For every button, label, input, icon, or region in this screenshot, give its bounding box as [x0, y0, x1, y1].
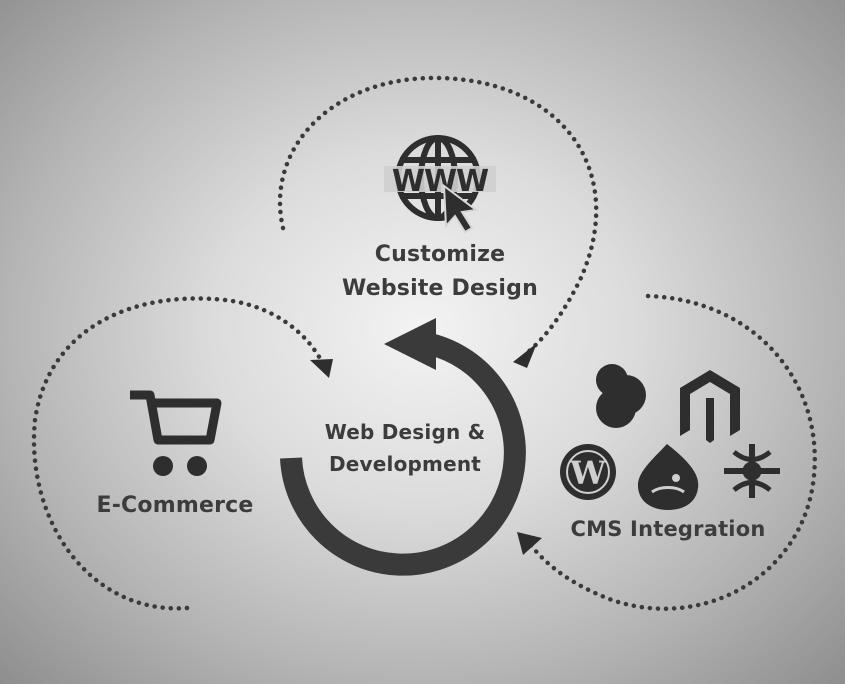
top-dotted-arc — [277, 75, 599, 355]
cursor-icon — [442, 183, 479, 234]
right-arc-arrowhead — [517, 532, 542, 555]
joomla-icon — [596, 364, 646, 428]
svg-text:W: W — [569, 454, 607, 492]
shopping-cart-icon — [130, 390, 222, 476]
cms-integration-label: CMS Integration — [570, 517, 766, 541]
web-design-development-label: Web Design & Development — [290, 416, 520, 480]
left-dotted-arc — [31, 296, 325, 611]
www-text: WWW — [392, 164, 489, 199]
customize-line2: Website Design — [342, 276, 538, 301]
right-dotted-arc — [524, 293, 818, 611]
customize-line1: Customize — [374, 242, 506, 267]
drupal-icon — [637, 444, 699, 510]
center-line2: Development — [328, 452, 482, 476]
customize-website-design-label: Customize Website Design — [300, 238, 580, 306]
cms-logo-icon — [724, 444, 780, 498]
center-line1: Web Design & — [324, 420, 486, 444]
top-arc-arrowhead — [513, 343, 537, 368]
cycle-arrow-icon — [280, 318, 526, 576]
wordpress-icon: W — [560, 444, 616, 500]
left-arc-arrowhead — [310, 359, 333, 378]
e-commerce-label: E-Commerce — [96, 493, 254, 518]
magento-icon — [680, 370, 740, 443]
